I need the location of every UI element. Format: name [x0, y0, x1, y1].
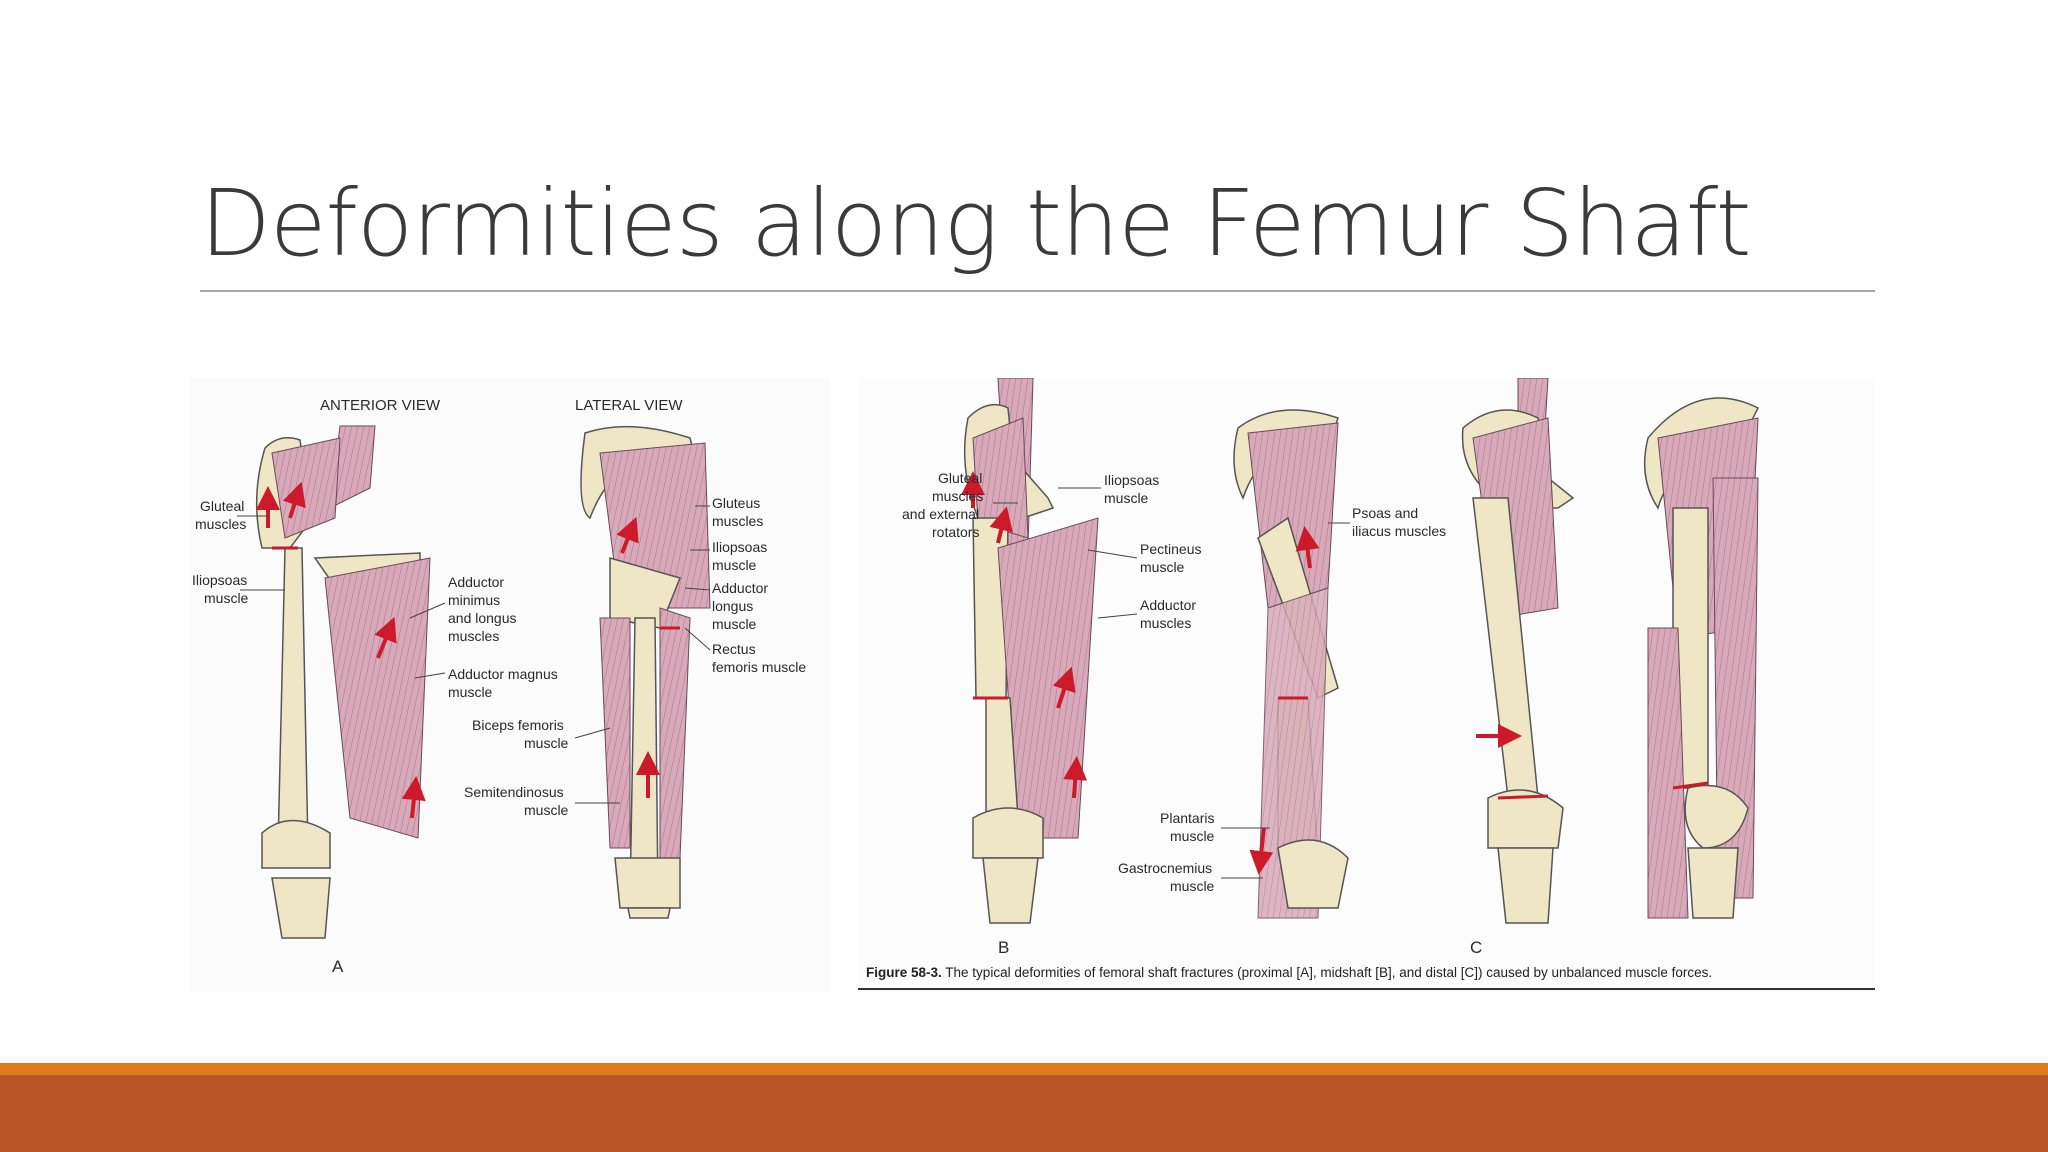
label-adductor-minimus-3: and longus: [448, 610, 517, 626]
label-gluteal-b: Gluteal: [938, 470, 982, 486]
figure-caption-number: Figure 58-3.: [866, 965, 942, 980]
label-psoas-iliacus-2: iliacus muscles: [1352, 523, 1446, 539]
lateral-femur-illustration: [580, 425, 711, 919]
figure-caption: Figure 58-3. The typical deformities of …: [866, 965, 1712, 980]
label-iliopsoas-b-2: muscle: [1104, 490, 1149, 506]
figure-b-anterior-illustration: [961, 378, 1099, 924]
label-gluteal-b-4: rotators: [932, 524, 979, 540]
label-adductor-longus-3: muscle: [712, 616, 757, 632]
figure-c-lateral-illustration: [1643, 397, 1760, 919]
label-pectineus: Pectineus: [1140, 541, 1201, 557]
label-iliopsoas-lateral: Iliopsoas: [712, 539, 767, 555]
label-adductor-longus: Adductor: [712, 580, 768, 596]
label-biceps-femoris: Biceps femoris: [472, 717, 564, 733]
footer-accent-stripe: [0, 1063, 2048, 1075]
figure-c-anterior-illustration: [1461, 378, 1575, 924]
slide-title: Deformities along the Femur Shaft: [200, 170, 1752, 277]
label-semitendinosus-2: muscle: [524, 802, 569, 818]
panel-letter-b: B: [998, 938, 1009, 957]
label-iliopsoas-b: Iliopsoas: [1104, 472, 1159, 488]
label-plantaris-2: muscle: [1170, 828, 1215, 844]
label-gluteal-b-3: and external: [902, 506, 979, 522]
label-adductor-minimus-2: minimus: [448, 592, 500, 608]
anterior-femur-illustration: [255, 425, 431, 939]
figure-a-proximal: ANTERIOR VIEW LATERAL VIEW Gluteal muscl…: [190, 378, 830, 993]
title-divider: [200, 290, 1875, 292]
label-adductor-longus-2: longus: [712, 598, 753, 614]
label-gluteal-b-2: muscles: [932, 488, 983, 504]
label-adductor-magnus-2: muscle: [448, 684, 493, 700]
caption-rule: [858, 988, 1875, 990]
label-rectus-femoris-2: femoris muscle: [712, 659, 806, 675]
figure-b-lateral-illustration: [1233, 409, 1349, 919]
label-gluteal-muscles-a-2: muscles: [195, 516, 246, 532]
label-iliopsoas-a-2: muscle: [204, 590, 249, 606]
figure-caption-text: The typical deformities of femoral shaft…: [945, 965, 1713, 980]
label-biceps-femoris-2: muscle: [524, 735, 569, 751]
label-pectineus-2: muscle: [1140, 559, 1185, 575]
label-gluteus-muscles-2: muscles: [712, 513, 763, 529]
label-adductor-minimus-4: muscles: [448, 628, 499, 644]
panel-letter-a: A: [332, 957, 344, 976]
lateral-view-header: LATERAL VIEW: [575, 397, 683, 414]
label-plantaris: Plantaris: [1160, 810, 1214, 826]
label-semitendinosus: Semitendinosus: [464, 784, 564, 800]
label-adductor-minimus: Adductor: [448, 574, 504, 590]
label-adductor-magnus: Adductor magnus: [448, 666, 558, 682]
figure-bc-midshaft-distal: Gluteal muscles and external rotators Il…: [858, 378, 1875, 993]
anterior-view-header: ANTERIOR VIEW: [320, 397, 441, 414]
footer-band: [0, 1075, 2048, 1152]
label-psoas-iliacus: Psoas and: [1352, 505, 1418, 521]
label-adductor-b: Adductor: [1140, 597, 1196, 613]
label-adductor-b-2: muscles: [1140, 615, 1191, 631]
label-gluteal-muscles-a: Gluteal: [200, 498, 244, 514]
label-iliopsoas-a: Iliopsoas: [192, 572, 247, 588]
label-gastrocnemius: Gastrocnemius: [1118, 860, 1212, 876]
label-rectus-femoris: Rectus: [712, 641, 756, 657]
label-gluteus-muscles: Gluteus: [712, 495, 760, 511]
label-gastrocnemius-2: muscle: [1170, 878, 1215, 894]
panel-letter-c: C: [1470, 938, 1482, 957]
label-iliopsoas-lateral-2: muscle: [712, 557, 757, 573]
